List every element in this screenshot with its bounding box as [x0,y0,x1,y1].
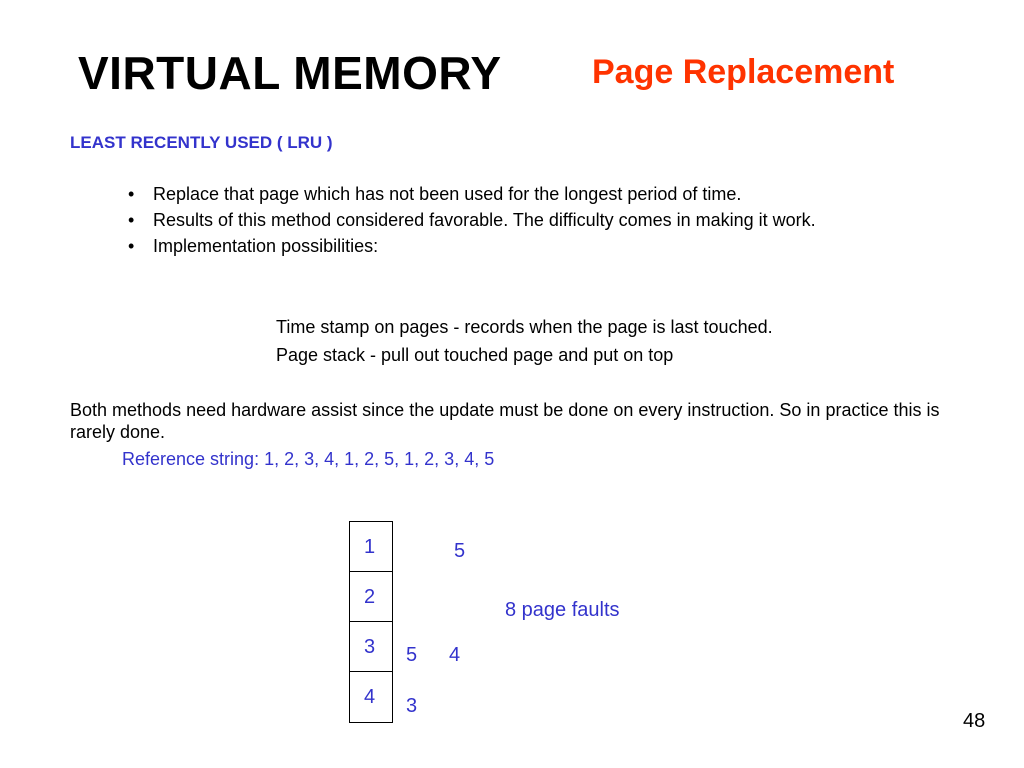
implementation-timestamp: Time stamp on pages - records when the p… [276,317,773,337]
frame-value: 1 [364,536,376,558]
bullet-item: • Implementation possibilities: [126,235,964,257]
replacement-annotation: 4 [449,644,461,666]
implementation-page-stack: Page stack - pull out touched page and p… [276,345,674,365]
replacement-annotation: 5 [406,644,418,666]
bullet-list: • Replace that page which has not been u… [126,183,964,261]
bullet-item: • Replace that page which has not been u… [126,183,964,205]
page-faults-count: 8 page faults [505,599,620,621]
frame-value: 4 [364,686,376,708]
bullet-marker: • [128,210,135,230]
frame-cell: 2 [350,572,392,622]
frame-cell: 1 [350,522,392,572]
replacement-annotation: 3 [406,695,418,717]
section-heading: LEAST RECENTLY USED ( LRU ) [70,133,333,152]
bullet-item: • Results of this method considered favo… [126,209,964,231]
bullet-text: Results of this method considered favora… [153,210,816,230]
reference-string: Reference string: 1, 2, 3, 4, 1, 2, 5, 1… [122,449,495,469]
frame-value: 3 [364,636,376,658]
hardware-note: Both methods need hardware assist since … [70,400,940,442]
frame-value: 2 [364,586,376,608]
slide-subtitle: Page Replacement [592,53,895,91]
bullet-marker: • [128,184,135,204]
replacement-annotation: 5 [454,540,466,562]
page-frame-table: 1 2 3 4 [349,521,393,723]
page-number: 48 [963,710,986,732]
bullet-marker: • [128,236,135,256]
bullet-text: Implementation possibilities: [153,236,379,256]
slide-title: VIRTUAL MEMORY [78,47,502,99]
frame-cell: 4 [350,672,392,722]
frame-cell: 3 [350,622,392,672]
bullet-text: Replace that page which has not been use… [153,184,742,204]
